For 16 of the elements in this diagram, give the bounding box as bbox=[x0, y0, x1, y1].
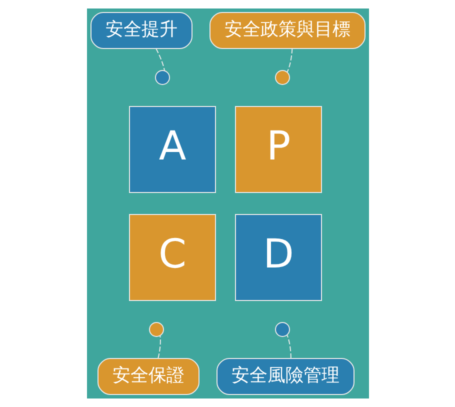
connector bbox=[286, 48, 292, 73]
node-box: P bbox=[234, 106, 322, 193]
node-box: C bbox=[128, 214, 216, 301]
node-box: 安全保證 bbox=[97, 358, 199, 395]
connector bbox=[286, 334, 291, 359]
connector bbox=[155, 48, 164, 72]
node-box: 安全風險管理 bbox=[216, 358, 354, 395]
connector bbox=[157, 335, 160, 359]
node-circle bbox=[148, 322, 164, 337]
node-box: 安全政策與目標 bbox=[209, 12, 365, 49]
node-circle bbox=[154, 70, 170, 85]
node-circle bbox=[274, 322, 290, 337]
node-box: A bbox=[128, 106, 216, 193]
node-box: D bbox=[234, 214, 322, 301]
node-box: 安全提升 bbox=[90, 12, 192, 49]
node-circle bbox=[274, 70, 290, 85]
